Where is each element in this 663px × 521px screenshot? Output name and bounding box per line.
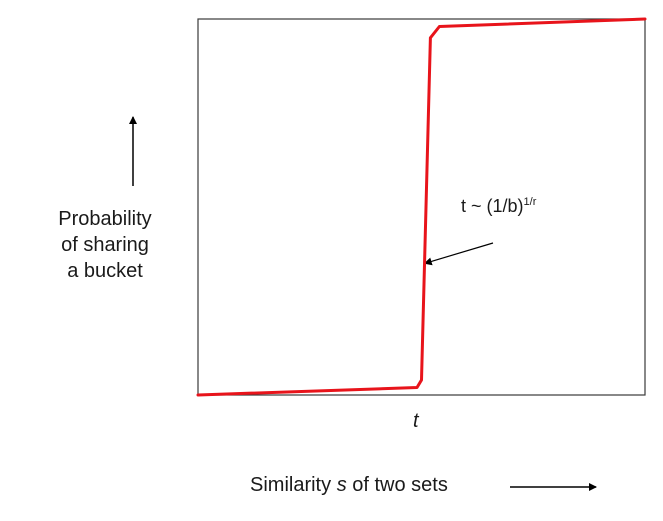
series-line-s-curve <box>196 17 647 397</box>
y-axis-label-line-3: a bucket <box>67 260 143 282</box>
x-axis-label-suffix: of two sets <box>352 474 448 496</box>
threshold-annotation-text: t ~ (1/b) <box>461 196 524 216</box>
x-axis-label-prefix: Similarity <box>250 474 332 496</box>
x-tick-label-t: t <box>413 410 419 432</box>
y-axis-label: Probability of sharing a bucket <box>30 206 180 284</box>
threshold-annotation-exponent: 1/r <box>523 196 537 208</box>
y-axis-label-line-1: Probability <box>58 208 152 230</box>
y-axis-label-line-2: of sharing <box>61 234 149 256</box>
plot-frame <box>197 18 646 396</box>
x-axis-label-variable: s <box>336 474 347 496</box>
annotation-arrow <box>423 242 494 266</box>
x-axis-label: Similarity s of two sets <box>250 474 448 497</box>
threshold-annotation: t ~ (1/b)1/r <box>461 196 536 217</box>
